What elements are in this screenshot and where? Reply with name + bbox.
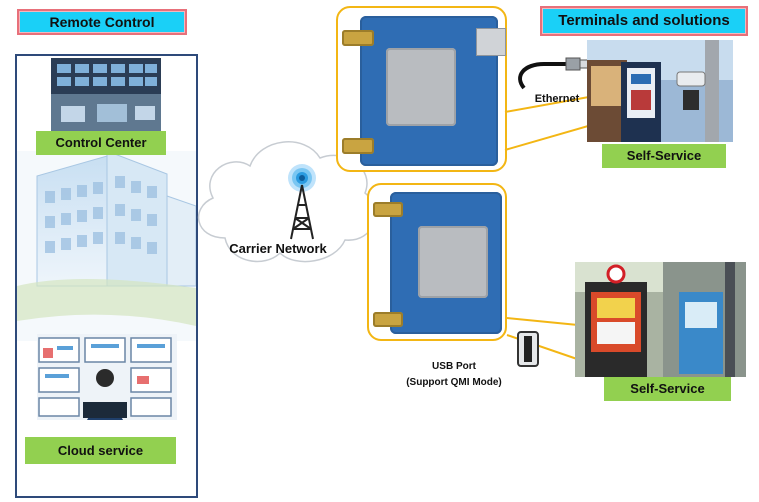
ethernet-label: Ethernet: [534, 93, 580, 105]
usb-port-icon: [517, 331, 539, 367]
self-service-bottom-label: Self-Service: [604, 377, 731, 401]
ethernet-cable-icon: [518, 57, 591, 90]
carrier-network-label: Carrier Network: [229, 241, 327, 256]
control-center-label: Control Center: [36, 131, 166, 155]
usb-port-label: USB Port: [432, 361, 476, 372]
self-service-top-label: Self-Service: [602, 144, 726, 168]
self-service-terminals-photo: [575, 262, 746, 377]
terminals-title: Terminals and solutions: [558, 12, 730, 29]
cell-tower-icon: [288, 164, 316, 240]
usb-board-antenna-top: [373, 202, 403, 217]
remote-control-panel: [15, 54, 198, 498]
ethernet-board-module: [386, 48, 456, 126]
usb-port-note: (Support QMI Mode): [406, 377, 502, 388]
remote-control-title: Remote Control: [49, 14, 155, 30]
remote-control-title-box: Remote Control: [17, 9, 187, 35]
self-service-kiosk-photo: [587, 40, 733, 142]
terminals-title-box: Terminals and solutions: [540, 6, 748, 36]
rj45-port: [476, 28, 506, 56]
usb-board-antenna-bottom: [373, 312, 403, 327]
ethernet-board-antenna-bottom: [342, 138, 374, 154]
cloud-service-label: Cloud service: [25, 437, 176, 464]
usb-board-module: [418, 226, 488, 298]
ethernet-board-antenna-top: [342, 30, 374, 46]
remote-control-illustration: [17, 58, 197, 420]
